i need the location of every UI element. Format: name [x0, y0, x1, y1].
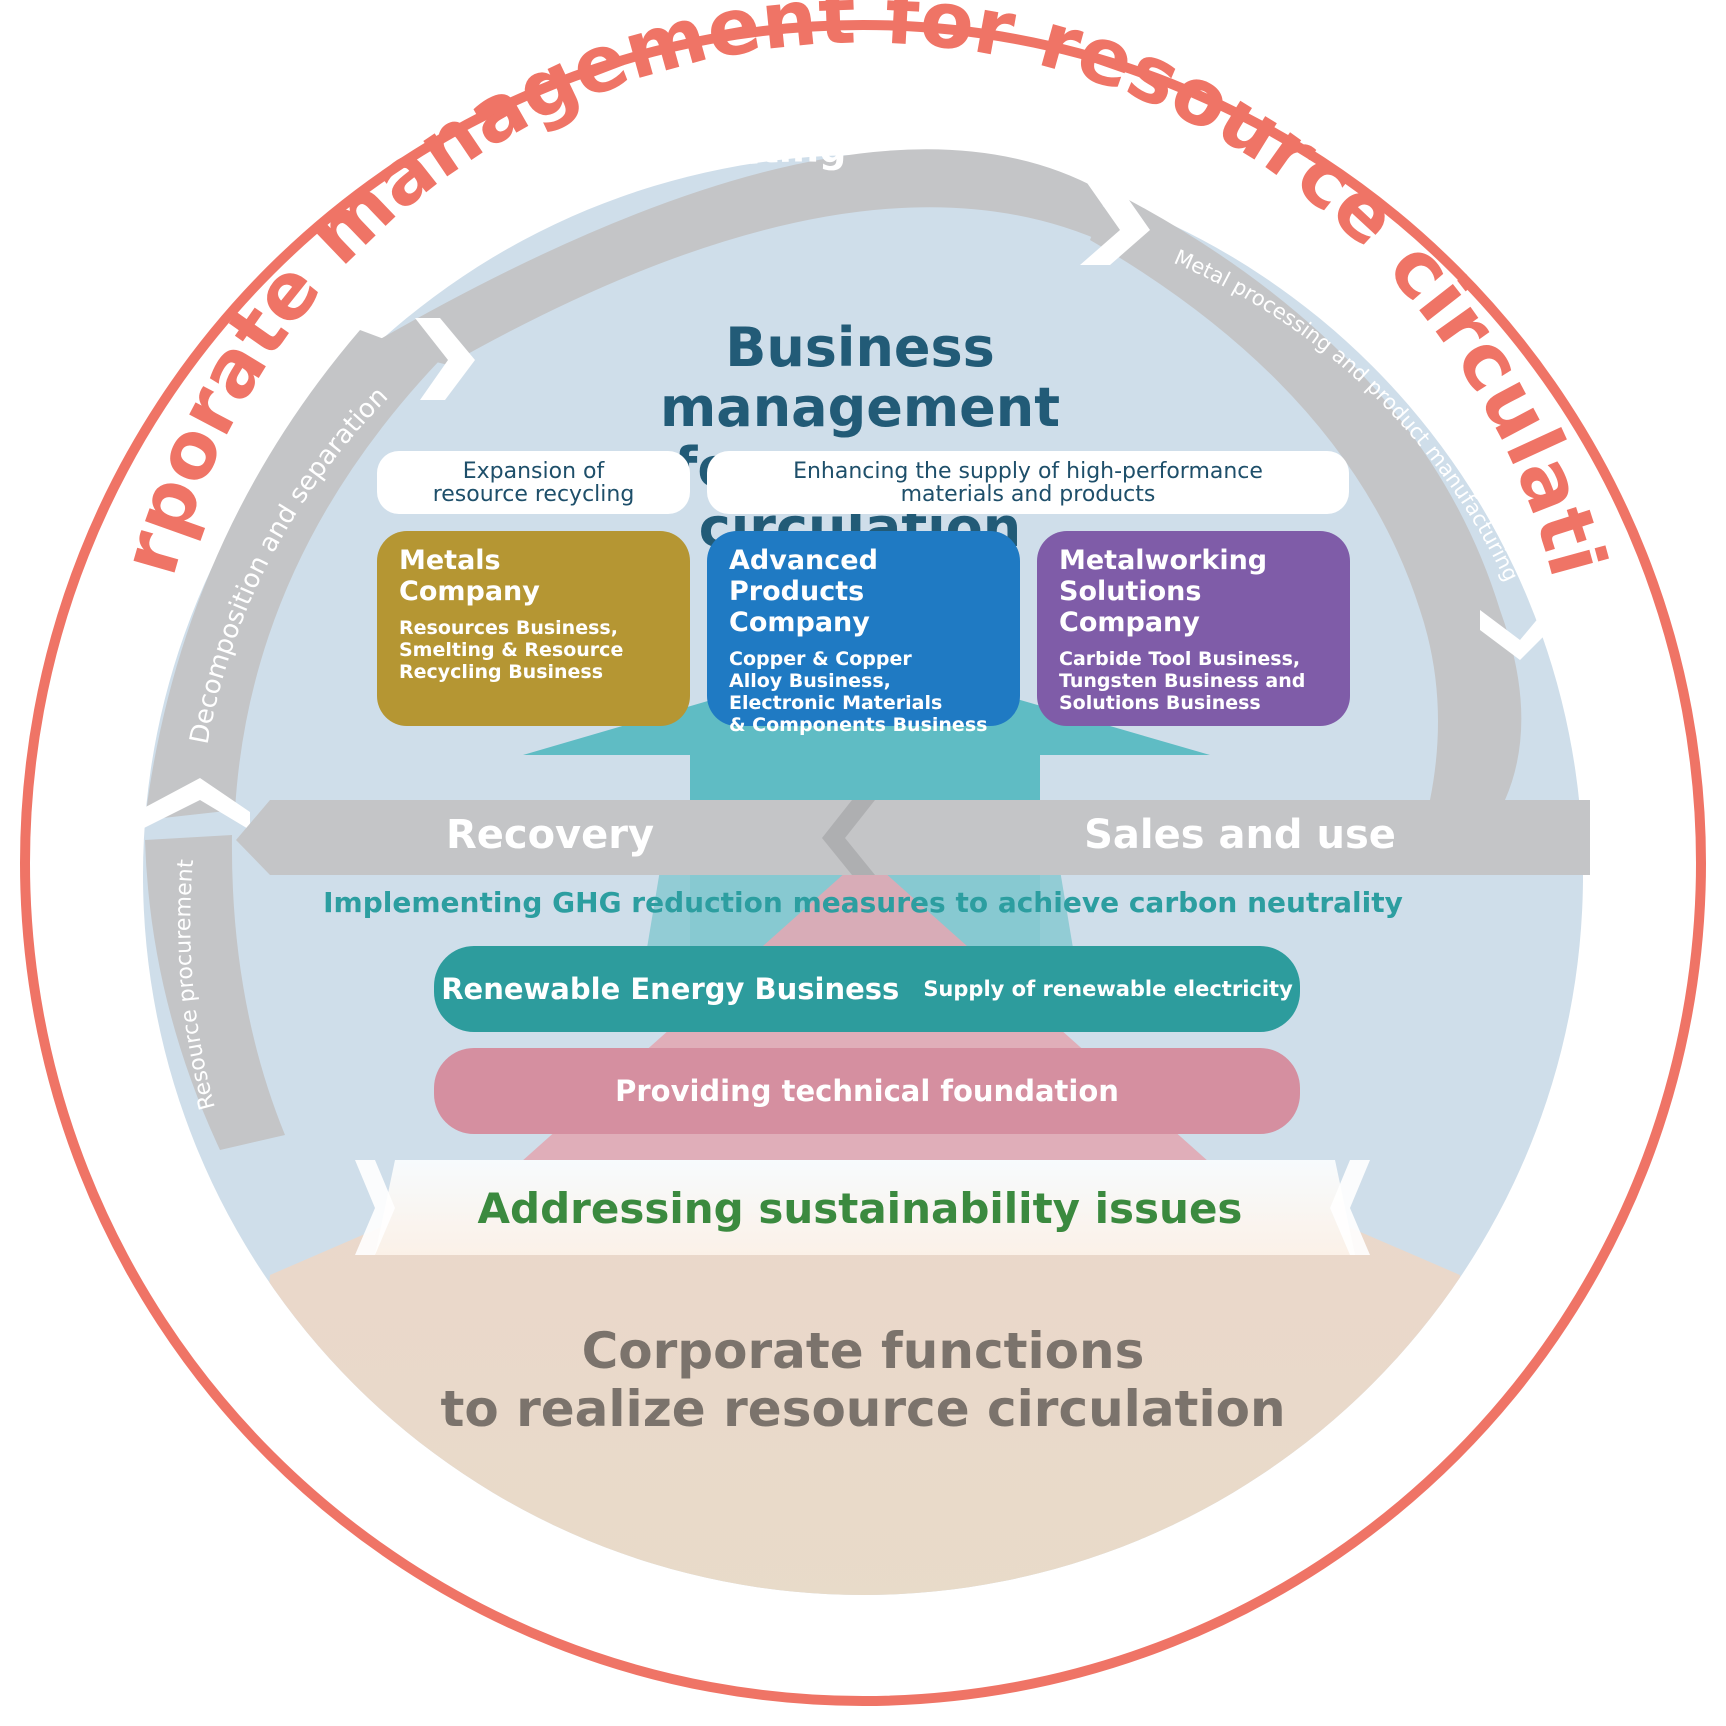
- sales-and-use-label: Sales and use: [1084, 812, 1396, 858]
- sustainability-label: Addressing sustainability issues: [477, 1184, 1243, 1233]
- metalworking-solutions-company-card: Metalworking Solutions Company Carbide T…: [1037, 531, 1350, 726]
- renewable-energy-title: Renewable Energy Business: [441, 972, 900, 1006]
- ghg-reduction-text: Implementing GHG reduction measures to a…: [323, 886, 1403, 919]
- pill-supply-enhancement: Enhancing the supply of high-performance…: [707, 451, 1349, 514]
- corporate-functions-line1: Corporate functions: [581, 1322, 1145, 1380]
- renewable-energy-subtitle: Supply of renewable electricity: [923, 977, 1293, 1001]
- metalworking-company-desc: Carbide Tool Business, Tungsten Business…: [1059, 648, 1306, 714]
- recovery-label: Recovery: [445, 812, 655, 858]
- pill-recycling-line2: resource recycling: [432, 481, 635, 507]
- advanced-products-company-card: Advanced Products Company Copper & Coppe…: [707, 531, 1020, 736]
- advanced-products-company-desc: Copper & Copper Alloy Business, Electron…: [729, 648, 988, 736]
- corporate-functions: Corporate functions to realize resource …: [380, 1322, 1346, 1438]
- pill-supply-line2: materials and products: [900, 481, 1156, 507]
- corporate-functions-line2: to realize resource circulation: [440, 1380, 1286, 1438]
- pill-recycling-line1: Expansion of: [462, 458, 605, 484]
- technical-foundation-label: Providing technical foundation: [615, 1074, 1119, 1108]
- pill-resource-recycling: Expansion of resource recycling: [377, 451, 690, 514]
- metals-company-desc: Resources Business, Smelting & Resource …: [399, 617, 624, 683]
- renewable-energy-bar: Renewable Energy Business Supply of rene…: [434, 946, 1300, 1032]
- business-title-line1: Business management: [659, 316, 1061, 439]
- metals-company-name: Metals Company: [399, 545, 540, 607]
- business-title: Business management for resource circula…: [520, 318, 1200, 558]
- metals-company-card: Metals Company Resources Business, Smelt…: [377, 531, 690, 726]
- metalworking-company-name: Metalworking Solutions Company: [1059, 545, 1268, 638]
- advanced-products-company-name: Advanced Products Company: [729, 545, 878, 638]
- technical-foundation-bar: Providing technical foundation: [434, 1048, 1300, 1134]
- pill-supply-line1: Enhancing the supply of high-performance: [793, 458, 1263, 484]
